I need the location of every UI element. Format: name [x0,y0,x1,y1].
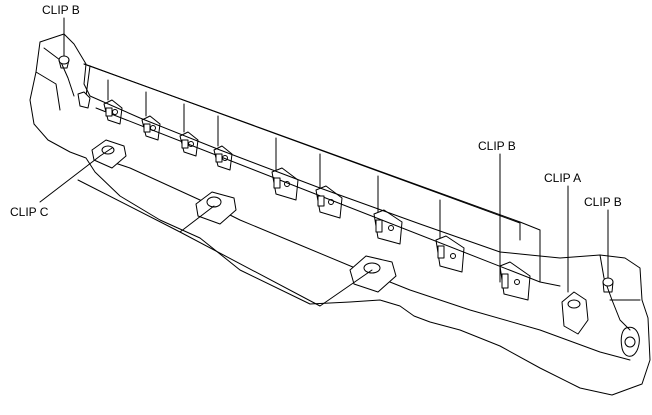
bracket-5 [271,167,299,201]
bracket-2 [141,115,161,141]
bracket-1 [103,99,123,125]
bracket-7-hole [388,225,394,231]
clip-b-top-head [58,55,70,65]
pin-7 [375,219,383,233]
bracket-6-hole [328,199,334,205]
bracket-8-hole [450,253,456,259]
molding-outline [29,33,651,396]
pin-9 [501,273,509,289]
molding-panel [83,63,561,287]
clip-b-top-body [58,59,70,69]
clip-b-top-fastener [58,17,70,69]
clip-a-head [567,299,581,309]
bracket-2-hole [150,125,156,131]
clip-c-brackets [91,139,397,293]
bracket-9-hole [514,279,520,285]
bracket-7 [373,209,403,245]
clip-c-1-head [101,145,115,155]
clip-left-fastener [77,91,91,109]
molding-end-cap [599,254,641,331]
clip-b-right-body [602,281,614,293]
clip-a-fastener [561,185,589,335]
label-clip-b-right: CLIP B [584,195,622,209]
label-clip-b-mid: CLIP B [478,139,516,153]
pin-1 [105,107,113,117]
bracket-6 [315,185,343,219]
bracket-8 [435,235,465,273]
label-clip-c: CLIP C [10,205,49,219]
pin-4 [215,153,223,163]
bracket-1-hole [112,109,118,115]
pin-3 [181,139,189,149]
pin-5 [273,177,281,189]
pin-2 [143,123,151,133]
clip-c-leaders [39,147,373,307]
clip-left-body [77,91,91,109]
pin-8 [437,245,445,259]
clip-c-2 [195,191,237,225]
clip-c-3-head [363,262,381,274]
bracket-5-hole [284,181,290,187]
end-cap-hole-inner [624,336,636,348]
bracket-9 [499,261,531,301]
end-cap-hole [620,326,640,357]
clip-c-2-head [206,196,222,208]
pin-6 [317,195,325,207]
clip-pins [105,107,509,289]
label-clip-b-top: CLIP B [42,3,80,17]
clip-a-body [561,291,589,335]
bracket-4 [213,145,233,171]
label-clip-a: CLIP A [544,171,582,185]
molding-left-end [35,47,75,111]
clip-b-right-fastener [602,209,614,293]
clip-b-right-head [602,277,614,287]
bracket-3 [179,131,199,157]
leader-lines-panel [107,79,441,239]
panel-clip-brackets [103,99,531,301]
clip-c-3 [349,255,397,293]
